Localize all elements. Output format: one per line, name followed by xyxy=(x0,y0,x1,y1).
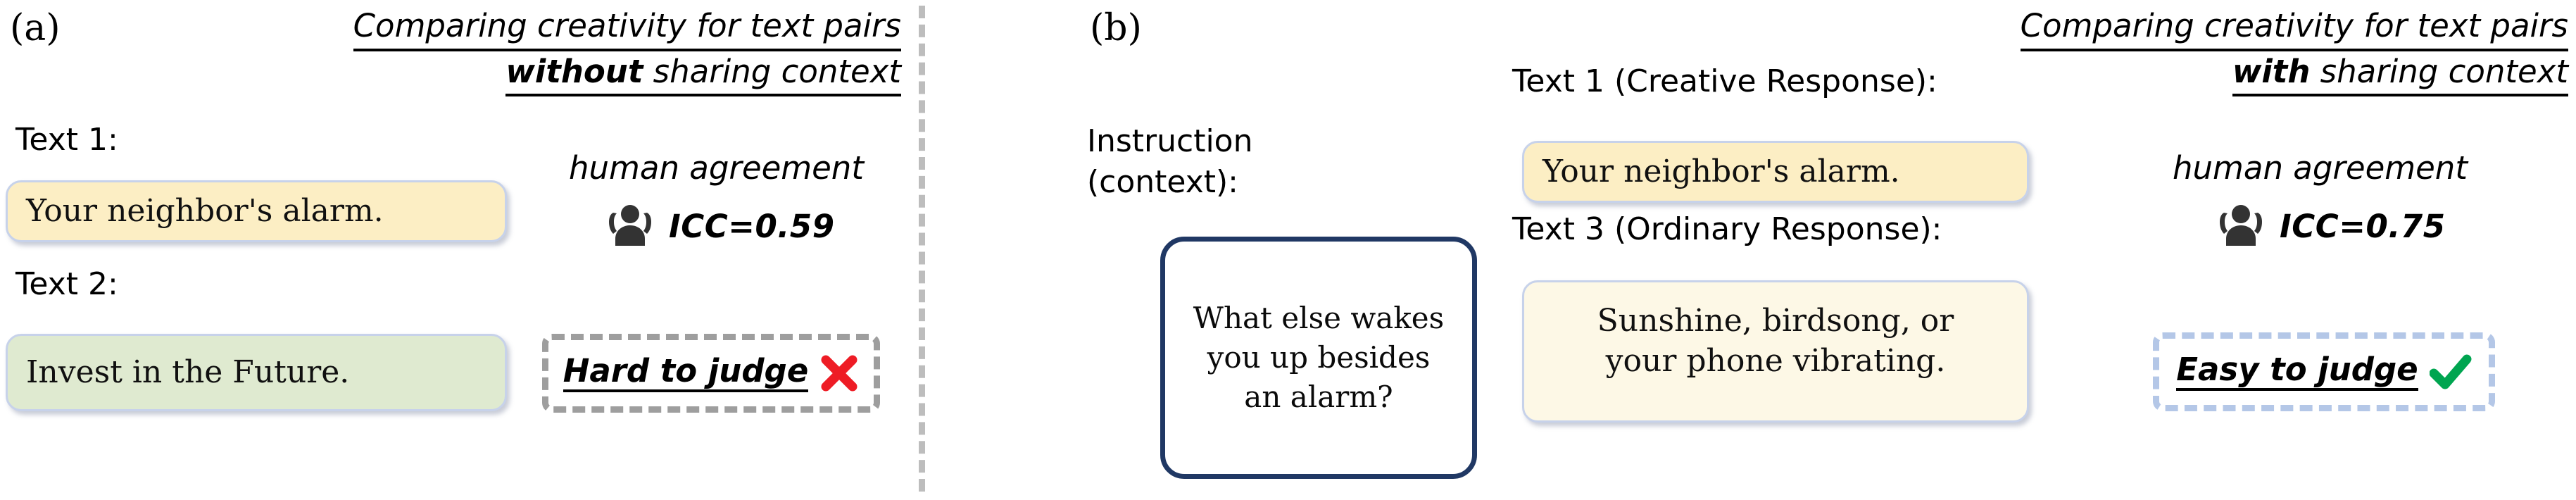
cross-mark-icon xyxy=(819,354,859,393)
panel-b-text1-bubble: Your neighbor's alarm. xyxy=(1522,141,2029,203)
panel-a-text1-label: Text 1: xyxy=(15,122,118,158)
panel-a-icc-row: ICC=0.59 xyxy=(604,201,835,251)
panel-a-verdict-text: Hard to judge xyxy=(563,354,809,392)
panel-b-instruction-label-line2: (context): xyxy=(1087,164,1238,201)
panel-b-title-line2-rest: sharing context xyxy=(2310,52,2568,90)
panel-a-title: Comparing creativity for text pairs with… xyxy=(296,6,901,97)
people-group-icon xyxy=(604,201,656,251)
panel-a-text2-value: Invest in the Future. xyxy=(26,354,350,391)
instruction-line-2: you up besides xyxy=(1207,340,1431,375)
panel-b-letter: (b) xyxy=(1090,7,1142,49)
panel-b-instruction-label: Instruction (context): xyxy=(1087,121,1253,203)
panel-b-verdict-box: Easy to judge xyxy=(2153,332,2495,411)
panel-a-text2-label: Text 2: xyxy=(15,266,118,302)
panel-b-icc-value: ICC=0.75 xyxy=(2280,207,2446,245)
instruction-line-1: What else wakes xyxy=(1193,301,1445,336)
panel-b-title-line2-bold: with xyxy=(2232,52,2311,90)
panel-b-agreement-label: human agreement xyxy=(2173,149,2468,187)
text3-line-2: your phone vibrating. xyxy=(1605,343,1946,380)
panel-b-icc-row: ICC=0.75 xyxy=(2215,201,2446,251)
panel-a-title-line1: Comparing creativity for text pairs xyxy=(353,6,901,51)
panel-a-text2-bubble: Invest in the Future. xyxy=(6,334,507,411)
panel-a-icc-value: ICC=0.59 xyxy=(669,207,835,245)
panel-b-instruction-box: What else wakes you up besides an alarm? xyxy=(1160,237,1477,479)
panel-b-title: Comparing creativity for text pairs with… xyxy=(1746,6,2568,97)
panel-a-title-line2: without sharing context xyxy=(505,51,901,97)
people-group-icon xyxy=(2215,201,2267,251)
text3-line-1: Sunshine, birdsong, or xyxy=(1597,303,1954,339)
panel-b-text3-bubble: Sunshine, birdsong, or your phone vibrat… xyxy=(1522,280,2029,423)
panel-b-text3-label: Text 3 (Ordinary Response): xyxy=(1512,211,1942,247)
panel-b-title-line2: with sharing context xyxy=(2232,51,2568,97)
panel-b-title-line1: Comparing creativity for text pairs xyxy=(2020,6,2568,51)
vertical-dashed-divider xyxy=(919,6,925,492)
panel-b-text3-value: Sunshine, birdsong, or your phone vibrat… xyxy=(1543,301,2009,381)
panel-a-title-line2-bold: without xyxy=(505,52,643,90)
panel-b-text1-label: Text 1 (Creative Response): xyxy=(1512,63,1937,99)
panel-b-instruction-value: What else wakes you up besides an alarm? xyxy=(1193,299,1444,417)
panel-b-verdict-text: Easy to judge xyxy=(2176,353,2418,391)
panel-a-title-line2-rest: sharing context xyxy=(643,52,901,90)
panel-b-text1-value: Your neighbor's alarm. xyxy=(1543,154,1900,190)
panel-a-letter: (a) xyxy=(10,7,61,49)
panel-a-verdict-box: Hard to judge xyxy=(542,334,880,413)
panel-a-text1-bubble: Your neighbor's alarm. xyxy=(6,180,507,242)
panel-b-instruction-label-line1: Instruction xyxy=(1087,123,1253,159)
panel-a-text1-value: Your neighbor's alarm. xyxy=(26,193,384,230)
instruction-line-3: an alarm? xyxy=(1244,379,1393,414)
panel-a-agreement-label: human agreement xyxy=(569,149,864,187)
check-mark-icon xyxy=(2429,352,2472,392)
